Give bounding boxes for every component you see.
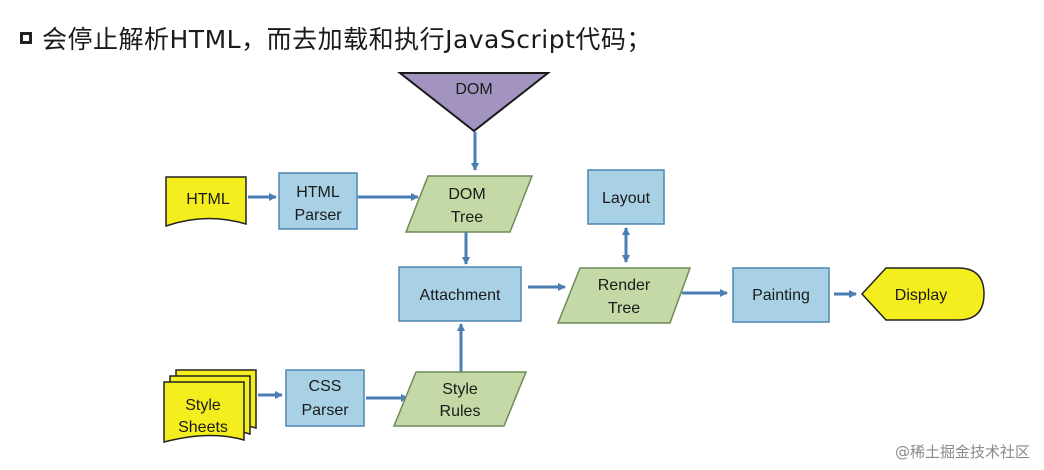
css-parser-label-line1: CSS [309, 378, 342, 395]
html-doc-label: HTML [186, 191, 230, 208]
watermark: @稀土掘金技术社区 [894, 443, 1030, 461]
connectors [248, 132, 857, 402]
painting-label: Painting [752, 287, 810, 304]
style-rules-node: Style Rules [392, 371, 528, 427]
html-document-node: HTML [165, 176, 247, 228]
render-tree-node: Render Tree [556, 267, 692, 324]
display-node: Display [860, 267, 985, 321]
render-tree-label-line1: Render [598, 277, 651, 294]
dom-tree-node: DOM Tree [404, 175, 534, 233]
square-bullet-icon [20, 32, 32, 44]
style-rules-label-line2: Rules [440, 403, 481, 420]
dom-tree-label-line1: DOM [448, 186, 485, 203]
dom-node: DOM [397, 72, 551, 133]
style-sheets-label-line1: Style [185, 397, 221, 414]
attachment-node: Attachment [398, 266, 522, 322]
dom-label: DOM [455, 81, 492, 98]
style-sheets-node: Style Sheets [163, 369, 257, 443]
css-parser-label-line2: Parser [301, 402, 349, 419]
layout-label: Layout [602, 190, 651, 207]
layout-node: Layout [587, 169, 665, 225]
painting-node: Painting [732, 267, 830, 323]
display-label: Display [895, 287, 947, 304]
render-tree-label-line2: Tree [608, 300, 640, 317]
html-parser-node: HTML Parser [278, 172, 358, 230]
style-sheets-label-line2: Sheets [178, 419, 228, 436]
attachment-label: Attachment [420, 287, 501, 304]
dom-tree-label-line2: Tree [451, 209, 483, 226]
heading: 会停止解析HTML，而去加载和执行JavaScript代码； [20, 18, 652, 58]
html-parser-label-line2: Parser [294, 207, 342, 224]
heading-text: 会停止解析HTML，而去加载和执行JavaScript代码； [42, 25, 652, 54]
html-parser-label-line1: HTML [296, 184, 340, 201]
style-rules-label-line1: Style [442, 381, 478, 398]
css-parser-node: CSS Parser [285, 369, 365, 427]
